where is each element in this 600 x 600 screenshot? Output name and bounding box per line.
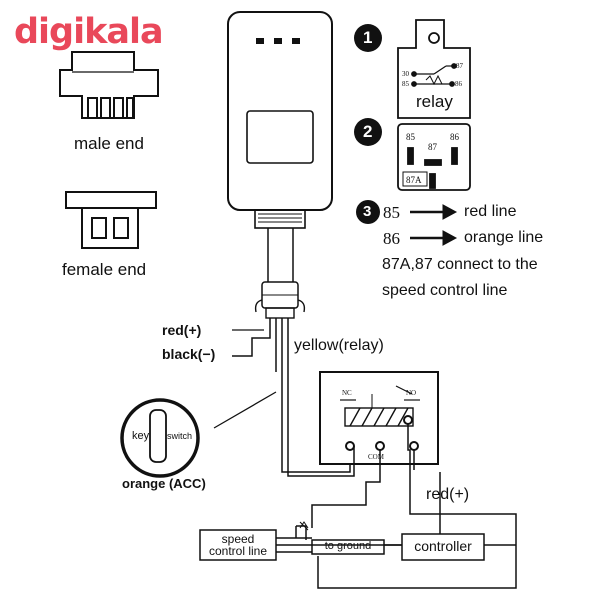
speed-line-2: control line (208, 544, 268, 558)
yellow-wire-label: yellow(relay) (294, 337, 384, 354)
speed-control-line-box: speed control line (200, 533, 276, 557)
pin85-text: red line (464, 203, 517, 220)
relay3-com: COM (368, 453, 384, 461)
relay-three (319, 371, 439, 465)
step-one-badge: 1 (363, 28, 373, 47)
black-wire-label: black(−) (162, 346, 216, 362)
female-end-label: female end (62, 260, 147, 279)
to-ground-label: to ground (324, 540, 372, 552)
relay1-pin30: 30 (402, 70, 409, 78)
key-switch (120, 398, 200, 478)
speed-line-1: speed (221, 532, 255, 546)
switch-label: switch (167, 431, 193, 441)
pin85-number: 85 (383, 203, 400, 222)
relay1-pin86: 86 (455, 80, 462, 88)
relay2-pin86: 86 (450, 132, 459, 142)
pin86-number: 86 (383, 229, 400, 248)
step-two-badge: 2 (363, 122, 373, 141)
relay2-pin87: 87 (428, 142, 437, 152)
key-label: key (132, 430, 150, 442)
gps-device (227, 11, 333, 319)
digikala-logo: digikala (14, 12, 164, 52)
controller-label: controller (414, 538, 472, 554)
relay1-pin85: 85 (402, 80, 409, 88)
relay-one (397, 19, 471, 119)
relay1-label: relay (416, 92, 453, 111)
pin86-text: orange line (464, 229, 544, 246)
note-line-2: speed control line (382, 282, 508, 299)
relay1-pin87: 87 (456, 62, 463, 70)
relay3-no: NO (406, 389, 417, 397)
red-wire-label: red(+) (162, 322, 202, 338)
relay2-pin85: 85 (406, 132, 415, 142)
female-connector (65, 191, 157, 249)
male-end-label: male end (74, 134, 144, 153)
mapping-arrows (410, 204, 458, 246)
bottom-wiring (199, 472, 516, 561)
relay2-pin87a: 87A (406, 175, 422, 185)
male-connector (59, 51, 159, 119)
note-line-1: 87A,87 connect to the (382, 256, 538, 273)
relay3-nc: NC (342, 389, 352, 397)
relay-two (397, 123, 471, 191)
step-badges (354, 24, 382, 224)
acc-caption: orange (ACC) (122, 476, 206, 491)
red-plus-label: red(+) (426, 486, 470, 503)
relay-wires (287, 350, 517, 589)
step-three-badge: 3 (363, 203, 372, 220)
